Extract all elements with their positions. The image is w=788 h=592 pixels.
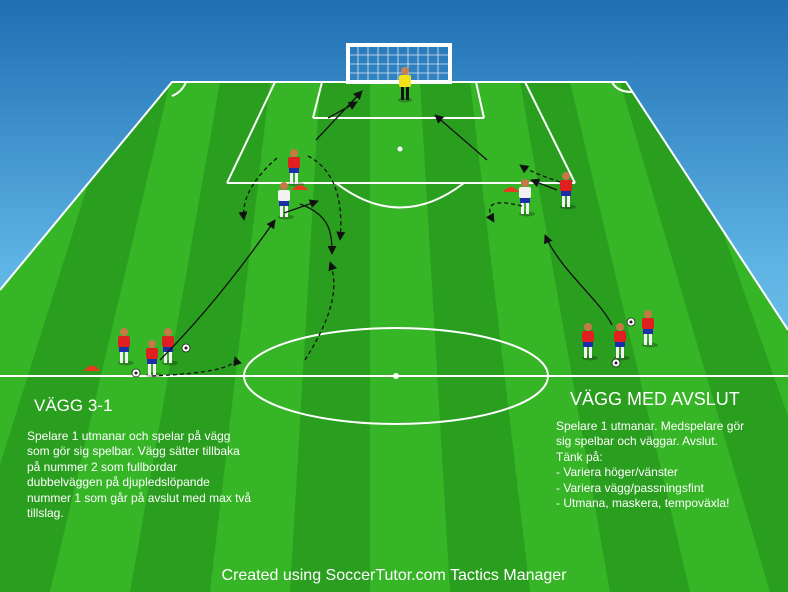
red-player	[642, 310, 658, 348]
right-drill-title: VÄGG MED AVSLUT	[570, 389, 740, 409]
red-team-players	[118, 149, 658, 378]
wall-player	[278, 182, 294, 220]
right-drill-line: Tänk på:	[556, 449, 603, 464]
soccer-ball	[626, 317, 636, 327]
goalkeeper	[398, 67, 412, 103]
red-player	[560, 172, 576, 210]
left-drill-description: Spelare 1 utmanar och spelar på vägg som…	[27, 429, 252, 521]
footer-credit: Created using SoccerTutor.com Tactics Ma…	[221, 567, 567, 584]
arrow-return-left	[299, 203, 337, 255]
red-player	[162, 328, 178, 366]
right-drill-line: Spelare 1 utmanar. Medspelare gör	[556, 419, 745, 433]
red-player	[582, 323, 598, 361]
arrow-shot-left	[315, 90, 363, 141]
soccer-ball	[611, 358, 621, 368]
grass-field	[0, 82, 788, 592]
soccer-ball	[131, 368, 141, 378]
right-drill-line: - Utmana, maskera, tempoväxla!	[556, 496, 730, 511]
arrow-pass-right	[530, 178, 558, 191]
cones	[84, 185, 519, 371]
cone-left-box	[292, 185, 308, 190]
corner-arc-right	[611, 81, 633, 93]
arrow-pass-left-1	[151, 356, 242, 377]
penalty-spot	[397, 146, 403, 152]
penalty-arc	[335, 182, 465, 209]
red-player	[146, 340, 162, 378]
wall-player	[519, 179, 535, 217]
cone-left-start	[84, 365, 100, 371]
right-drill-description: Spelare 1 utmanar. Medspelare gör sig sp…	[556, 419, 788, 511]
right-drill-line: - Variera vägg/passningsfint	[556, 480, 704, 495]
movement-arrows	[151, 90, 613, 377]
arrow-dribble-left	[159, 219, 276, 361]
balls	[131, 317, 636, 378]
arrow-run-left	[304, 261, 338, 361]
soccer-ball	[181, 343, 191, 353]
arrow-run-in-box-left	[307, 155, 346, 241]
red-player	[118, 328, 134, 366]
cone-right-box	[503, 187, 519, 192]
left-drill-title: VÄGG 3-1	[34, 396, 113, 415]
centre-spot	[393, 373, 399, 379]
right-drill-line: sig spelbar och väggar. Avslut.	[556, 434, 718, 449]
arrow-wall-move-right	[485, 202, 523, 223]
arrow-layoff-left	[283, 199, 319, 214]
corner-arc-left	[171, 81, 187, 97]
red-player	[288, 149, 304, 187]
arrow-dribble-right	[544, 234, 613, 326]
arrow-shot-left-2	[327, 101, 358, 119]
arrow-wall-move-left	[238, 157, 278, 221]
centre-circle	[243, 327, 549, 425]
wall-players	[278, 179, 535, 220]
arrow-shot-right	[434, 114, 488, 161]
right-drill-line: - Variera höger/vänster	[556, 465, 678, 480]
